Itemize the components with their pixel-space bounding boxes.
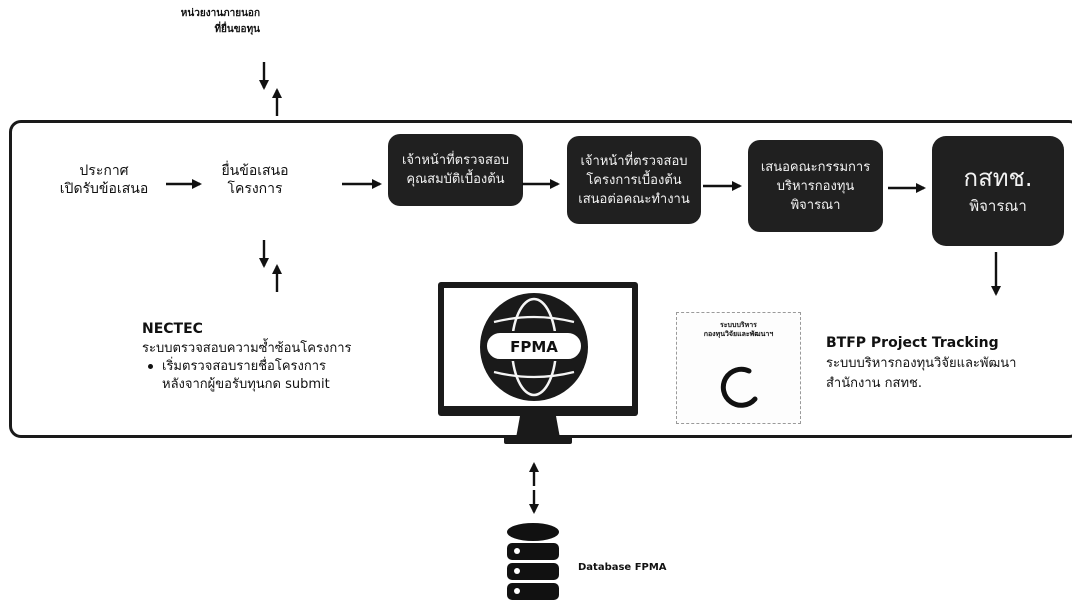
step-committee-line1: เสนอคณะกรรมการ xyxy=(760,159,871,175)
nectec-updown-arrows xyxy=(259,240,282,292)
flow-arrows xyxy=(166,179,926,193)
btfp-block: BTFP Project Tracking ระบบบริหารกองทุนวิ… xyxy=(826,332,1016,394)
external-agency-line2: ที่ยื่นขอทุน xyxy=(214,24,260,35)
step-announce-line2: เปิดรับข้อเสนอ xyxy=(59,181,149,197)
btfp-title: BTFP Project Tracking xyxy=(826,335,999,351)
btfp-line2: สำนักงาน กสทช. xyxy=(826,376,922,391)
step-project-review-line1: เจ้าหน้าที่ตรวจสอบ xyxy=(580,153,688,169)
step-project-review-line2: โครงการเบื้องต้น xyxy=(586,172,682,188)
step-project-review: เจ้าหน้าที่ตรวจสอบ โครงการเบื้องต้น เสนอ… xyxy=(567,136,701,224)
step-announce-line1: ประกาศ xyxy=(79,163,129,179)
btfp-thumbnail-line1: ระบบบริหาร xyxy=(720,321,757,329)
loading-spinner-icon xyxy=(720,366,758,408)
btfp-thumbnail: ระบบบริหาร กองทุนวิจัยและพัฒนาฯ xyxy=(676,312,801,424)
nectec-bullet-list: เริ่มตรวจสอบรายชื่อโครงการ หลังจากผู้ขอร… xyxy=(142,358,351,394)
fpma-label: FPMA xyxy=(510,338,558,356)
step-qualification-check: เจ้าหน้าที่ตรวจสอบ คุณสมบัติเบื้องต้น xyxy=(388,134,523,206)
step-nbtc-line1: กสทช. xyxy=(963,164,1033,192)
step-committee: เสนอคณะกรรมการ บริหารกองทุน พิจารณา xyxy=(748,140,883,232)
step-announce: ประกาศ เปิดรับข้อเสนอ xyxy=(44,162,164,198)
nectec-bullet-line1: เริ่มตรวจสอบรายชื่อโครงการ xyxy=(162,359,327,374)
step-committee-line3: พิจารณา xyxy=(790,197,841,213)
nectec-bullet: เริ่มตรวจสอบรายชื่อโครงการ หลังจากผู้ขอร… xyxy=(147,358,351,394)
step-qualification-check-line1: เจ้าหน้าที่ตรวจสอบ xyxy=(401,153,510,168)
nectec-title: NECTEC xyxy=(142,321,203,337)
step-submit-proposal: ยื่นข้อเสนอ โครงการ xyxy=(200,162,310,198)
btfp-line1: ระบบบริหารกองทุนวิจัยและพัฒนา xyxy=(826,356,1017,371)
step-committee-line2: บริหารกองทุน xyxy=(776,178,855,194)
fpma-globe-icon xyxy=(480,293,588,401)
btfp-thumbnail-title: ระบบบริหาร กองทุนวิจัยและพัฒนาฯ xyxy=(677,321,800,339)
external-agency-line1: หน่วยงานภายนอก xyxy=(180,8,260,19)
step-submit-proposal-line1: ยื่นข้อเสนอ xyxy=(221,163,289,179)
database-icon xyxy=(507,523,559,600)
step-nbtc-line2: พิจารณา xyxy=(969,197,1027,215)
nectec-subtitle: ระบบตรวจสอบความซ้ำซ้อนโครงการ xyxy=(142,341,352,356)
step-submit-proposal-line2: โครงการ xyxy=(227,181,283,197)
btfp-thumbnail-line2: กองทุนวิจัยและพัฒนาฯ xyxy=(703,330,774,338)
external-agency-label: หน่วยงานภายนอก ที่ยื่นขอทุน xyxy=(100,6,260,38)
top-updown-arrows xyxy=(259,62,282,116)
step-nbtc: กสทช. พิจารณา xyxy=(932,136,1064,246)
database-label: Database FPMA xyxy=(578,562,667,573)
nectec-block: NECTEC ระบบตรวจสอบความซ้ำซ้อนโครงการ เริ… xyxy=(142,320,351,394)
step-project-review-line3: เสนอต่อคณะทำงาน xyxy=(578,191,690,207)
nectec-bullet-line2: หลังจากผู้ขอรับทุนกด submit xyxy=(162,377,330,392)
step-qualification-check-line2: คุณสมบัติเบื้องต้น xyxy=(406,172,505,187)
